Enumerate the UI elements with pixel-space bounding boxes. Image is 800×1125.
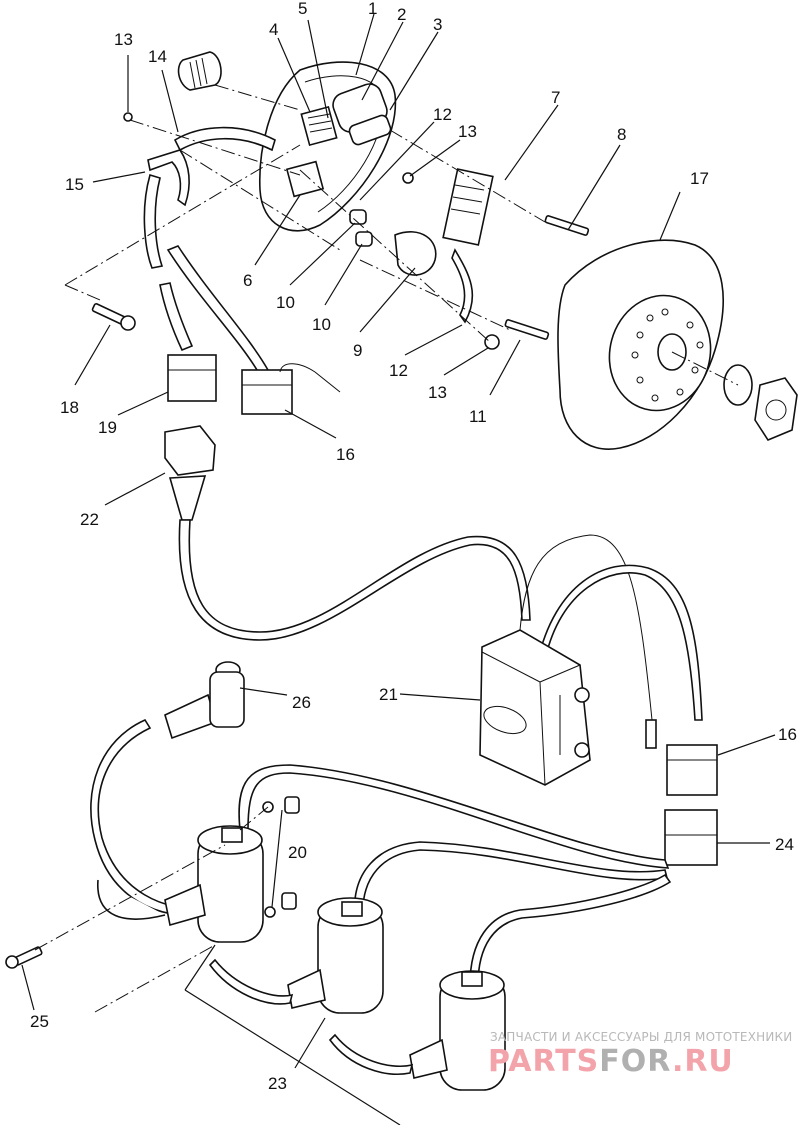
callout-26: 26 (292, 693, 311, 712)
callout-2: 2 (397, 5, 406, 24)
callout-1: 1 (368, 0, 377, 18)
callout-9: 9 (353, 341, 362, 360)
callout-20: 20 (288, 843, 307, 862)
leader-lines (21, 13, 776, 1125)
washers-20 (262, 796, 300, 918)
spark-plug-cap (164, 661, 245, 740)
nut-13 (123, 112, 500, 350)
coil-harness (238, 764, 670, 869)
ignition-coil-1 (164, 825, 264, 943)
connector-24 (664, 809, 718, 866)
callout-12a: 12 (433, 105, 452, 124)
callout-16b: 16 (778, 725, 797, 744)
callout-18: 18 (60, 398, 79, 417)
charging-coil (332, 83, 392, 146)
bolt-18 (91, 303, 136, 331)
connector-16-top (241, 363, 341, 415)
callout-4: 4 (269, 20, 278, 39)
connector-19 (167, 354, 217, 402)
screw-25 (5, 946, 43, 969)
ignition-coil-2 (287, 897, 384, 1014)
callout-25: 25 (30, 1012, 49, 1031)
callout-labels: 1 2 3 4 5 6 7 8 9 10 10 11 12 12 13 13 1… (30, 0, 797, 1093)
callout-14: 14 (148, 47, 167, 66)
screw-8 (544, 215, 590, 236)
callout-23: 23 (268, 1074, 287, 1093)
callout-10b: 10 (312, 315, 331, 334)
callout-16a: 16 (336, 445, 355, 464)
callout-13a: 13 (114, 30, 133, 49)
washer-nut (723, 364, 798, 441)
callout-3: 3 (433, 15, 442, 34)
callout-6: 6 (243, 271, 252, 290)
callout-12b: 12 (389, 361, 408, 380)
flywheel (557, 239, 724, 450)
watermark-tagline: ЗАПЧАСТИ И АКСЕССУАРЫ ДЛЯ МОТОТЕХНИКИ (490, 1030, 793, 1044)
ignition-coil-3 (409, 970, 506, 1091)
magneto-boot (177, 51, 222, 91)
harness-top (143, 126, 276, 377)
watermark-brand-for: FOR (599, 1044, 672, 1079)
callout-21: 21 (379, 685, 398, 704)
watermark-brand-parts: PARTS (488, 1044, 600, 1079)
screw-11 (504, 319, 550, 340)
callout-13b: 13 (458, 122, 477, 141)
watermark-brand-ru: .RU (671, 1044, 734, 1079)
callout-19: 19 (98, 418, 117, 437)
callout-22: 22 (80, 510, 99, 529)
callout-5: 5 (298, 0, 307, 18)
harness-cable (178, 519, 531, 641)
connector-16 (645, 719, 718, 796)
callout-10a: 10 (276, 293, 295, 312)
callout-15: 15 (65, 175, 84, 194)
watermark-logo: PARTSFOR.RU (488, 1044, 734, 1079)
callout-24: 24 (775, 835, 794, 854)
lighting-coil (442, 168, 494, 324)
callout-17: 17 (690, 169, 709, 188)
callout-13c: 13 (428, 383, 447, 402)
callout-8: 8 (617, 125, 626, 144)
pulser-assembly (285, 160, 437, 276)
callout-7: 7 (551, 88, 560, 107)
cdi-box (479, 629, 591, 786)
callout-11: 11 (469, 407, 487, 426)
harness-connector-22 (164, 425, 216, 521)
